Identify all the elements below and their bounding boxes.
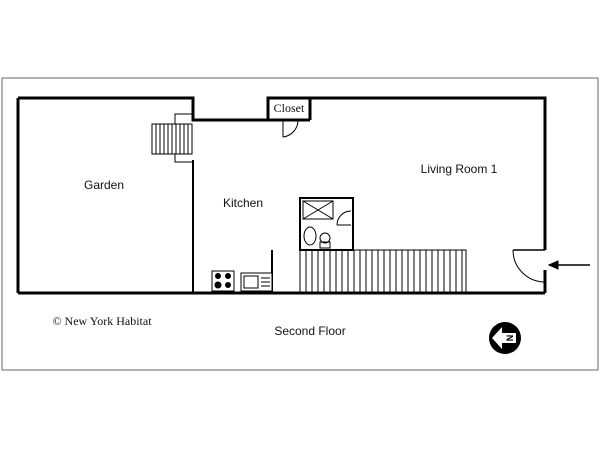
- room-label-kitchen: Kitchen: [223, 196, 263, 210]
- closet-door: [282, 119, 299, 138]
- copyright-text: © New York Habitat: [52, 314, 152, 328]
- kitchen-appliances: [211, 270, 273, 292]
- bathroom-fixtures: [302, 200, 352, 249]
- entry-door: [512, 249, 590, 283]
- stove-icon: [211, 270, 235, 292]
- room-label-closet: Closet: [274, 101, 305, 115]
- staircase-left: [151, 113, 193, 163]
- staircase-right: [299, 249, 467, 294]
- floor-label: Second Floor: [274, 324, 345, 338]
- compass-icon: N: [489, 322, 521, 354]
- plan-frame: [1, 77, 599, 371]
- compass-letter: N: [505, 335, 515, 342]
- room-label-garden: Garden: [84, 178, 124, 192]
- room-label-living-room: Living Room 1: [421, 162, 498, 176]
